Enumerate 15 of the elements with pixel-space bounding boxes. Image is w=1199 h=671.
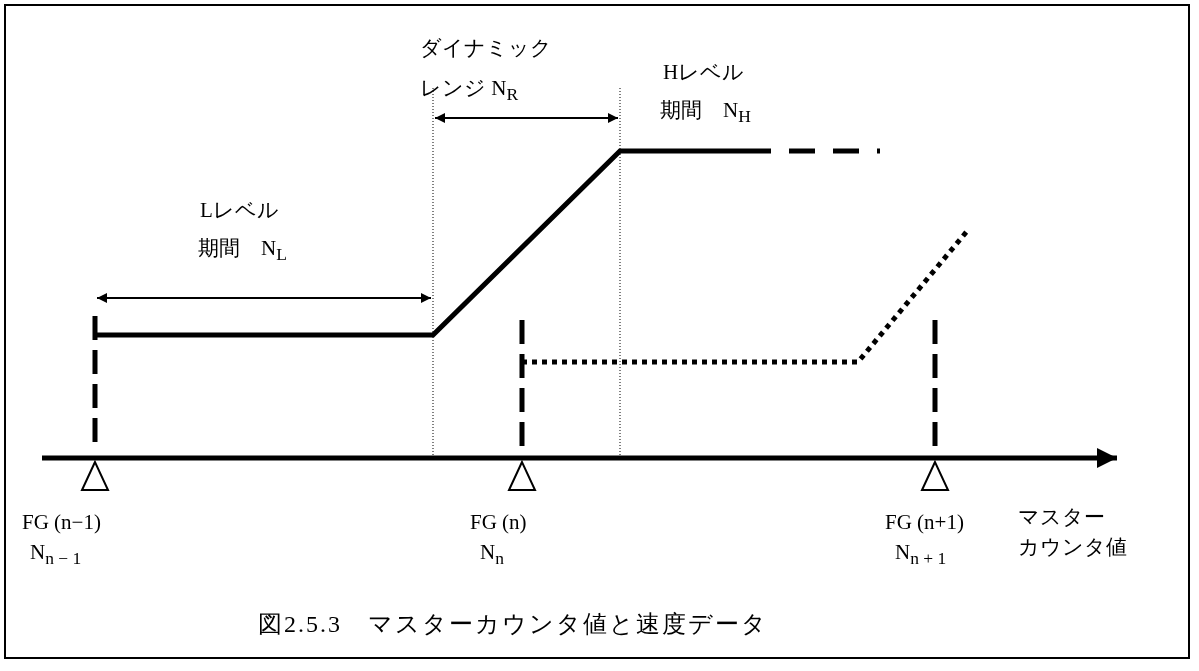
dimension-label: 期間 N$_{L}$ (198, 236, 287, 266)
tick-label: FG (n−1) (22, 510, 101, 536)
tick-label: FG (n) (470, 510, 527, 536)
tick-label: N$_{n}$ (480, 540, 504, 570)
figure-caption: 図2.5.3 マスターカウンタ値と速度データ (258, 610, 768, 639)
dimension-label: ダイナミック (420, 36, 552, 62)
axis-label: カウンタ値 (1018, 535, 1127, 561)
tick-label: N$_{n + 1}$ (895, 540, 947, 570)
tick-label: N$_{n − 1}$ (30, 540, 82, 570)
axis-label: マスター (1018, 505, 1105, 531)
dimension-label: Hレベル (663, 60, 745, 86)
dimension-label: 期間 N$_{H}$ (660, 98, 751, 128)
tick-label: FG (n+1) (885, 510, 964, 536)
dimension-label: Lレベル (200, 198, 279, 224)
dimension-label: レンジ N$_{R}$ (420, 76, 519, 106)
